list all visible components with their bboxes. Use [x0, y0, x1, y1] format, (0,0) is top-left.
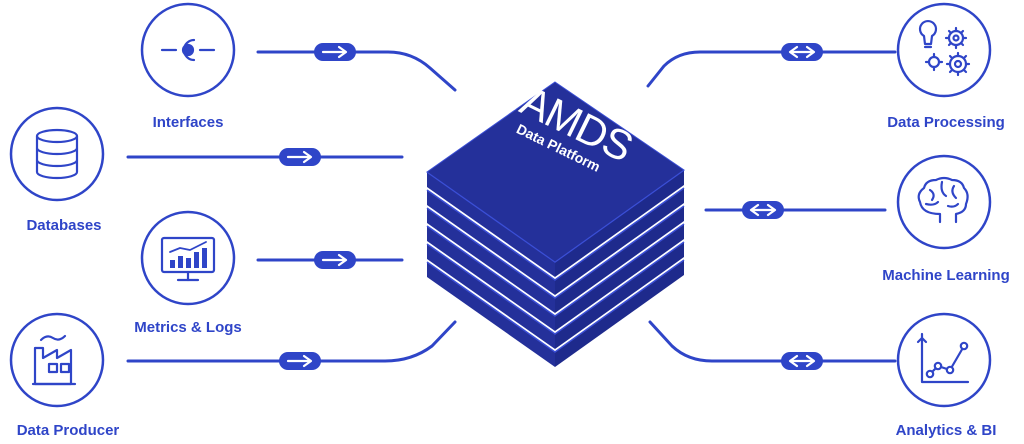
arrow-in-databases — [279, 148, 321, 166]
arrow-in-interfaces — [314, 43, 356, 61]
layer-edge — [426, 187, 685, 281]
connector-data-processing — [646, 50, 897, 88]
layer-right-face — [555, 170, 684, 277]
label-metrics: Metrics & Logs — [134, 319, 242, 336]
connector-icon — [160, 38, 216, 62]
layer-right-face — [555, 188, 684, 295]
label-analytics: Analytics & BI — [895, 422, 997, 439]
layer-edge — [426, 259, 685, 353]
label-interfaces: Interfaces — [152, 114, 224, 131]
label-producer: Data Producer — [16, 422, 120, 439]
flow-arrows — [279, 43, 823, 370]
arrow-in-metrics — [314, 251, 356, 269]
layer-left-face — [427, 172, 555, 277]
stack-top-face — [426, 81, 685, 263]
node-producer — [9, 312, 105, 408]
layer-right-face — [555, 260, 684, 367]
layer-left-face — [427, 244, 555, 349]
layer-left-face — [427, 226, 555, 331]
line-chart-icon — [916, 332, 970, 384]
layer-edge — [426, 241, 685, 335]
monitor-chart-icon — [160, 236, 216, 282]
factory-icon — [31, 334, 77, 386]
arrow-bidir-machine-learning — [742, 201, 784, 219]
layer-edge — [426, 205, 685, 299]
layer-left-face — [427, 190, 555, 295]
label-data-processing: Data Processing — [887, 114, 1005, 131]
layer-left-face — [427, 208, 555, 313]
arrow-bidir-data-processing — [781, 43, 823, 61]
node-data-processing — [896, 2, 992, 98]
node-analytics — [896, 312, 992, 408]
label-databases: Databases — [26, 217, 102, 234]
layer-right-face — [555, 242, 684, 349]
connector-analytics — [648, 320, 897, 363]
layer-left-face — [427, 262, 555, 367]
arrow-in-producer — [279, 352, 321, 370]
layer-right-face — [555, 206, 684, 313]
brain-icon — [917, 176, 969, 224]
platform-stack: Acquisition LayerProcessing LayerProvidi… — [426, 81, 685, 367]
database-icon — [35, 128, 79, 180]
label-machine-learning: Machine Learning — [882, 267, 1010, 284]
layer-right-face — [555, 224, 684, 331]
connector-producer — [126, 320, 457, 363]
connector-interfaces — [256, 50, 457, 92]
node-machine-learning — [896, 154, 992, 250]
arrow-bidir-analytics — [781, 352, 823, 370]
gears-bulb-icon — [918, 19, 971, 77]
layer-edge — [426, 223, 685, 317]
connectors — [126, 50, 897, 363]
